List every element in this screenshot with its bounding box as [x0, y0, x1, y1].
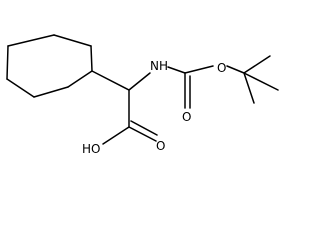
molecule-structure: NH O O HO O: [6, 34, 279, 156]
carbamate-o-label: O: [182, 110, 191, 124]
ester-o-label: O: [217, 61, 226, 75]
carboxyl-o-label: O: [156, 139, 165, 153]
nh-label: NH: [150, 59, 168, 73]
carbonyl-to-ester-o-bond: [184, 65, 214, 74]
ring-bond: [7, 34, 55, 47]
carboxyl-double-bond: [128, 126, 157, 142]
methyl-bond: [243, 72, 279, 91]
ring-bond: [33, 86, 69, 98]
ring-bond: [67, 70, 93, 88]
ring-to-alpha-bond: [91, 70, 130, 91]
methyl-bond: [243, 55, 271, 74]
ring-bond: [6, 78, 35, 98]
ring-bond: [6, 45, 9, 80]
tert-butyl-group: [243, 55, 279, 104]
ester-o-to-tbutyl-bond: [226, 65, 245, 74]
nh-to-carbonyl-bond: [167, 66, 186, 74]
carboxyl-double-bond: [130, 120, 158, 136]
alpha-to-nh-bond: [128, 72, 151, 91]
ring-bond: [90, 45, 93, 72]
carboxyl-to-oh-bond: [102, 126, 130, 145]
ring-bond: [53, 34, 92, 47]
cycloheptane-ring: [6, 34, 93, 98]
oh-label: HO: [82, 142, 100, 156]
methyl-bond: [243, 72, 255, 104]
